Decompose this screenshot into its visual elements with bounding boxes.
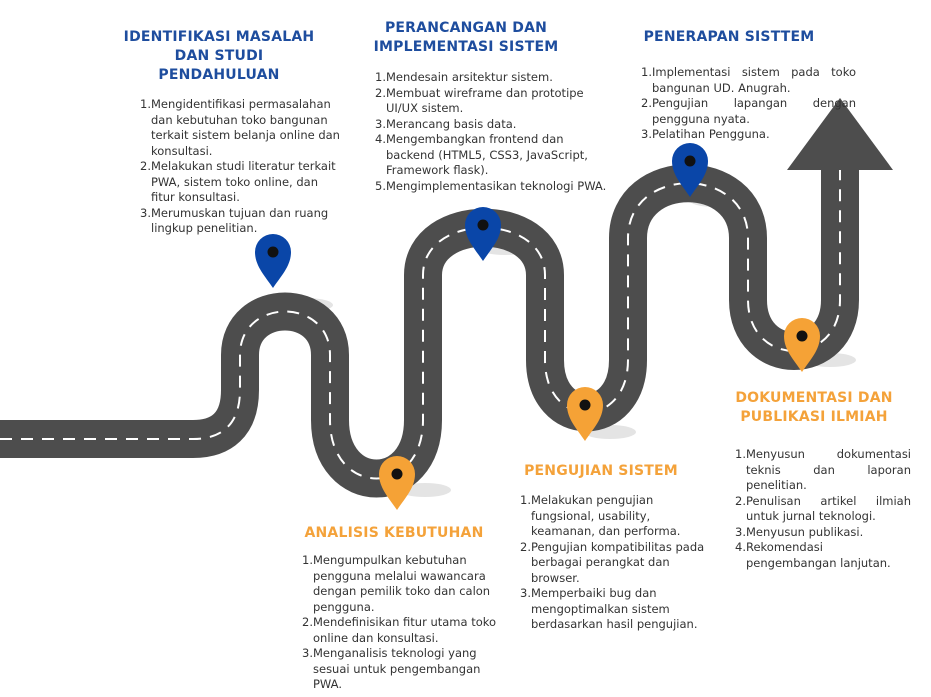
list-item: Menyusun dokumentasi teknis dan laporan … [735,447,911,492]
list-item: Mengumpulkan kebutuhan pengguna melalui … [302,553,491,614]
list-item: Pengujian kompatibilitas pada berbagai p… [520,539,705,585]
stage-list-identifikasi: Mengidentifikasi permasalahan dan kebutu… [140,97,345,237]
list-item: Memperbaiki bug dan mengoptimalkan siste… [520,586,698,631]
list-item: Penulisan artikel ilmiah untuk jurnal te… [735,493,911,524]
list-item: Melakukan studi literatur terkait PWA, s… [140,159,336,204]
list-item: Menganalisis teknologi yang sesuai untuk… [302,646,481,691]
list-item: Pengujian lapangan dengan pengguna nyata… [641,96,856,126]
list-item: Mendefinisikan fitur utama toko online d… [302,615,497,645]
road-surface [0,164,859,498]
list-item: Merancang basis data. [375,116,517,132]
stage-list-analisis: Mengumpulkan kebutuhan pengguna melalui … [302,553,512,693]
list-item: Menyusun publikasi. [735,524,864,540]
list-item: Membuat wireframe dan prototipe UI/UX si… [375,85,584,116]
list-item: Implementasi sistem pada toko bangunan U… [641,65,856,95]
list-item: Pelatihan Pengguna. [641,127,770,142]
map-pin-icon [255,234,291,288]
list-item: Melakukan pengujian fungsional, usabilit… [520,493,681,538]
stage-title-identifikasi: IDENTIFIKASI MASALAH DAN STUDI PENDAHULU… [123,29,315,83]
list-item: Mengidentifikasi permasalahan dan kebutu… [140,97,340,158]
map-pin-icon [379,456,415,510]
stage-list-dokumentasi: Menyusun dokumentasi teknis dan laporan … [735,447,911,571]
map-pin-icon [465,207,501,261]
list-item: Rekomendasi pengembangan lanjutan. [735,540,891,570]
stage-list-pengujian: Melakukan pengujian fungsional, usabilit… [520,493,710,633]
list-item: Mengimplementasikan teknologi PWA. [375,178,607,194]
stage-title-analisis: ANALISIS KEBUTUHAN [304,525,484,541]
road-lane-markings [0,170,841,480]
map-pin-icon [784,318,820,372]
stage-list-penerapan: Implementasi sistem pada toko bangunan U… [641,65,856,143]
stage-title-perancangan: PERANCANGAN DAN IMPLEMENTASI SISTEM [373,20,559,55]
map-pin-icon [567,387,603,441]
stage-title-penerapan: PENERAPAN SISTTEM [643,29,815,45]
stage-title-dokumentasi: DOKUMENTASI DAN PUBLIKASI ILMIAH [735,390,893,425]
list-item: Mendesain arsitektur sistem. [375,70,553,85]
stage-list-perancangan: Mendesain arsitektur sistem. Membuat wir… [375,70,613,194]
stage-title-pengujian: PENGUJIAN SISTEM [524,463,678,479]
map-pin-icon [672,143,708,197]
list-item: Merumuskan tujuan dan ruang lingkup pene… [140,205,329,236]
list-item: Mengembangkan frontend dan backend (HTML… [375,132,588,177]
